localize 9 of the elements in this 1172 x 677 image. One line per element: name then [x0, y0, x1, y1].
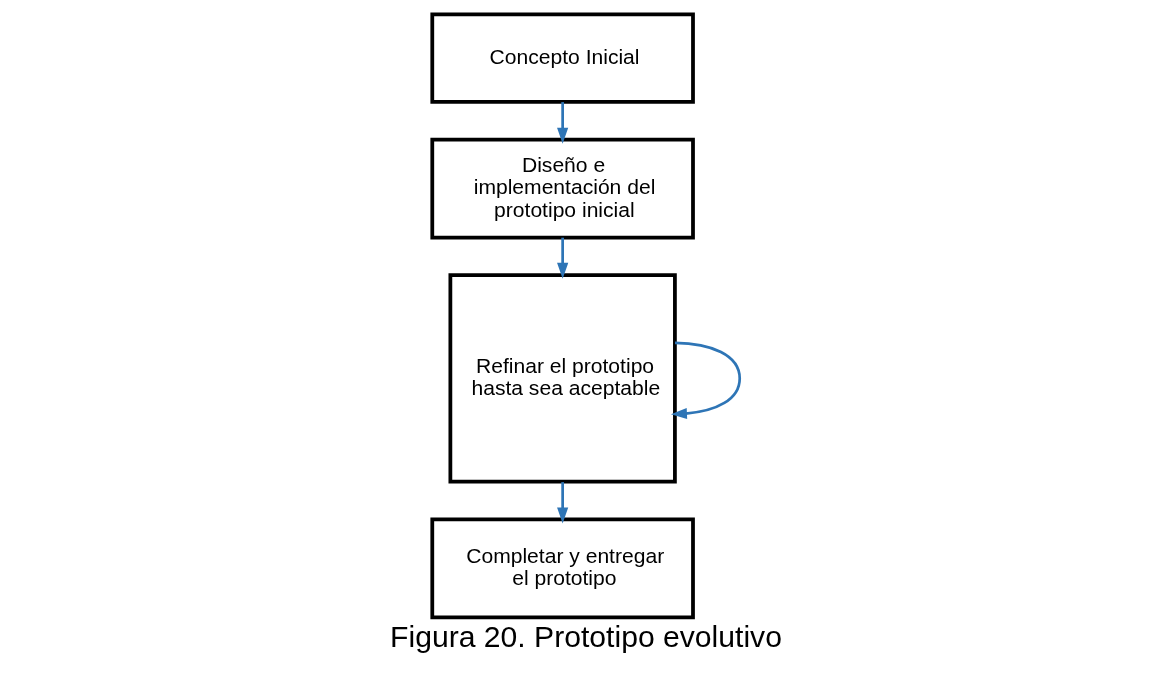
node-box: Completar y entregar el prototipo [430, 517, 695, 620]
arrow [557, 237, 569, 279]
arrow [557, 102, 569, 144]
arrow [557, 482, 569, 524]
node-box: Diseño e implementación del prototipo inicial [430, 137, 695, 240]
arrow [670, 341, 742, 420]
node-box: Refinar el prototipo hasta sea aceptable [448, 273, 677, 484]
node-box: Concepto Inicial [430, 12, 695, 104]
caption: Figura 20. Prototipo evolutivo [390, 620, 782, 654]
